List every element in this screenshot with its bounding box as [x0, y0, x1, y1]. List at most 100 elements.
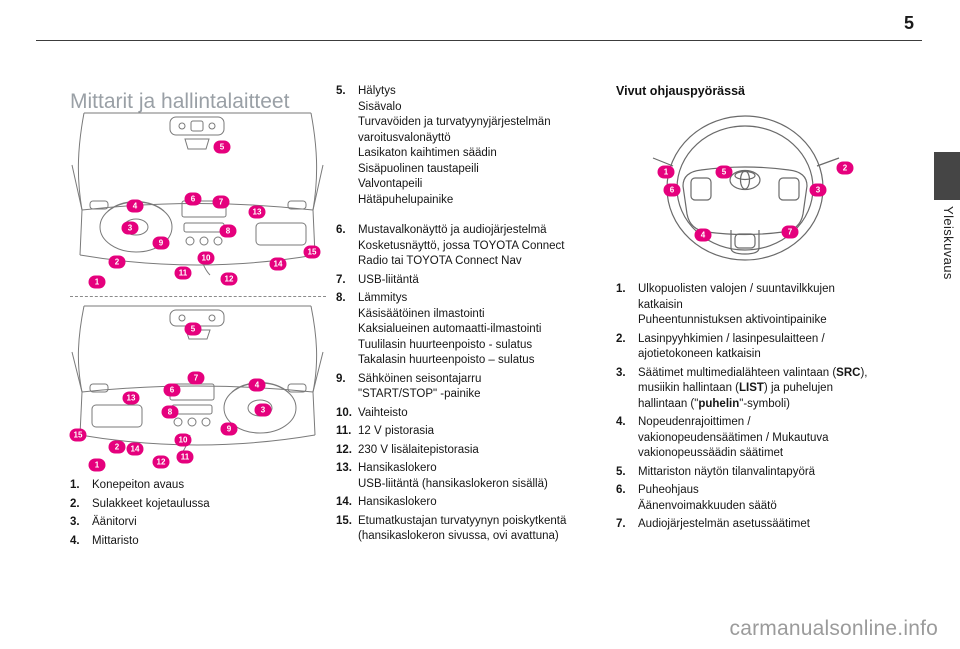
right-item-list: 1. Ulkopuolisten valojen / suuntavilkkuje… [616, 282, 886, 536]
item-text: Sulakkeet kojetaulussa [92, 497, 210, 510]
item-text: Konepeiton avaus [92, 479, 185, 491]
item-number: 4. [616, 416, 626, 428]
item-number: 8. [336, 292, 346, 304]
item-number: 9. [336, 372, 346, 385]
callout-1: 1 [657, 165, 675, 179]
item-text: Etumatkustajan turvatyynyn poiskytkentä(… [358, 514, 567, 543]
item-text: Lasinpyyhkimien / lasinpesulaitteen /ajo… [638, 332, 825, 361]
item-text: Hansikaslokero [358, 496, 437, 508]
list-item: 14. Hansikaslokero [336, 495, 588, 511]
callout-2: 2 [836, 161, 854, 175]
item-text: Mittariston näytön tilanvalintapyörä [638, 465, 816, 478]
item-number: 7. [616, 518, 626, 530]
item-number: 14. [336, 496, 352, 508]
item-number: 3. [70, 516, 80, 528]
item-text: Vaihteisto [358, 406, 408, 419]
list-item: 7.USB-liitäntä [336, 273, 588, 289]
list-item: 4. Nopeudenrajoittimen /vakionopeudensäät… [616, 415, 886, 462]
item-number: 5. [336, 85, 346, 97]
callout-7: 7 [212, 195, 230, 209]
list-item: 3. Äänitorvi [70, 515, 332, 531]
item-text: Nopeudenrajoittimen /vakionopeudensäätim… [638, 416, 829, 459]
top-divider [36, 40, 922, 41]
list-item: 1. Ulkopuolisten valojen / suuntavilkkuje… [616, 282, 886, 329]
callout-12: 12 [220, 272, 238, 286]
item-number: 12. [336, 443, 352, 456]
item-number: 2. [70, 497, 80, 510]
callout-15: 15 [69, 428, 87, 442]
page-number: 5 [903, 13, 914, 33]
item-number: 15. [336, 514, 352, 527]
item-number: 1. [616, 283, 626, 295]
callout-13: 13 [248, 205, 266, 219]
list-item: 2. Sulakkeet kojetaulussa [70, 497, 332, 513]
callout-10: 10 [174, 433, 192, 447]
callout-3: 3 [121, 221, 139, 235]
item-text: Sähköinen seisontajarru"START/STOP" -pai… [358, 372, 482, 401]
steering-wheel-diagram: 1 5 2 6 3 4 7 [625, 100, 865, 270]
item-number: 5. [616, 465, 626, 478]
item-number: 3. [616, 366, 626, 379]
section-tab [934, 152, 960, 200]
callout-4: 4 [126, 199, 144, 213]
item-number: 7. [336, 273, 346, 286]
item-number: 2. [616, 332, 626, 345]
callout-6: 6 [163, 383, 181, 397]
list-item: 10. Vaihteisto [336, 406, 588, 422]
callout-14: 14 [269, 257, 287, 271]
callout-2: 2 [108, 255, 126, 269]
list-item: 12. 230 V lisälaitepistorasia [336, 443, 588, 459]
callout-4: 4 [248, 378, 266, 392]
callout-8: 8 [161, 405, 179, 419]
callout-6: 6 [184, 192, 202, 206]
callout-6: 6 [663, 183, 681, 197]
callout-3: 3 [809, 183, 827, 197]
list-item: 3. Säätimet multimedialähteen valintaan (… [616, 366, 886, 413]
list-item: 9. Sähköinen seisontajarru"START/STOP" -p… [336, 372, 588, 403]
list-item: 7.Audiojärjestelmän asetussäätimet [616, 517, 886, 533]
page-title: Mittarit ja hallintalaitteet [70, 90, 290, 114]
item-number: 10. [336, 406, 352, 419]
steering-wheel-drawing [652, 115, 840, 261]
list-item: 4.Mittaristo [70, 534, 332, 550]
left-item-list: 1. Konepeiton avaus 2. Sulakkeet kojetaulus… [70, 478, 332, 552]
callout-5: 5 [715, 165, 733, 179]
watermark: carmanualsonline.info [729, 617, 938, 640]
item-text: 230 V lisälaitepistorasia [358, 443, 479, 456]
item-text: Mittaristo [92, 534, 139, 547]
list-item: 15. Etumatkustajan turvatyynyn poiskytken… [336, 514, 588, 545]
callout-15: 15 [303, 245, 321, 259]
item-text: Äänitorvi [92, 516, 137, 528]
list-item: 11.12 V pistorasia [336, 424, 588, 440]
list-item: 2. Lasinpyyhkimien / lasinpesulaitteen /a… [616, 332, 886, 363]
item-number: 1. [70, 479, 80, 491]
callout-3: 3 [254, 403, 272, 417]
item-number: 13. [336, 462, 352, 474]
callout-11: 11 [176, 450, 194, 464]
item-text: 12 V pistorasia [358, 425, 435, 437]
item-text: Säätimet multimedialähteen valintaan (SR… [638, 366, 868, 410]
callout-12: 12 [152, 455, 170, 469]
list-item: 1. Konepeiton avaus [70, 478, 332, 494]
callout-14: 14 [126, 442, 144, 456]
callout-7: 7 [781, 225, 799, 239]
callout-13: 13 [122, 391, 140, 405]
callout-10: 10 [197, 251, 215, 265]
callout-4: 4 [694, 228, 712, 242]
callout-7: 7 [187, 371, 205, 385]
list-item: 5. Mittariston näytön tilanvalintapyörä [616, 465, 886, 481]
callout-9: 9 [220, 422, 238, 436]
